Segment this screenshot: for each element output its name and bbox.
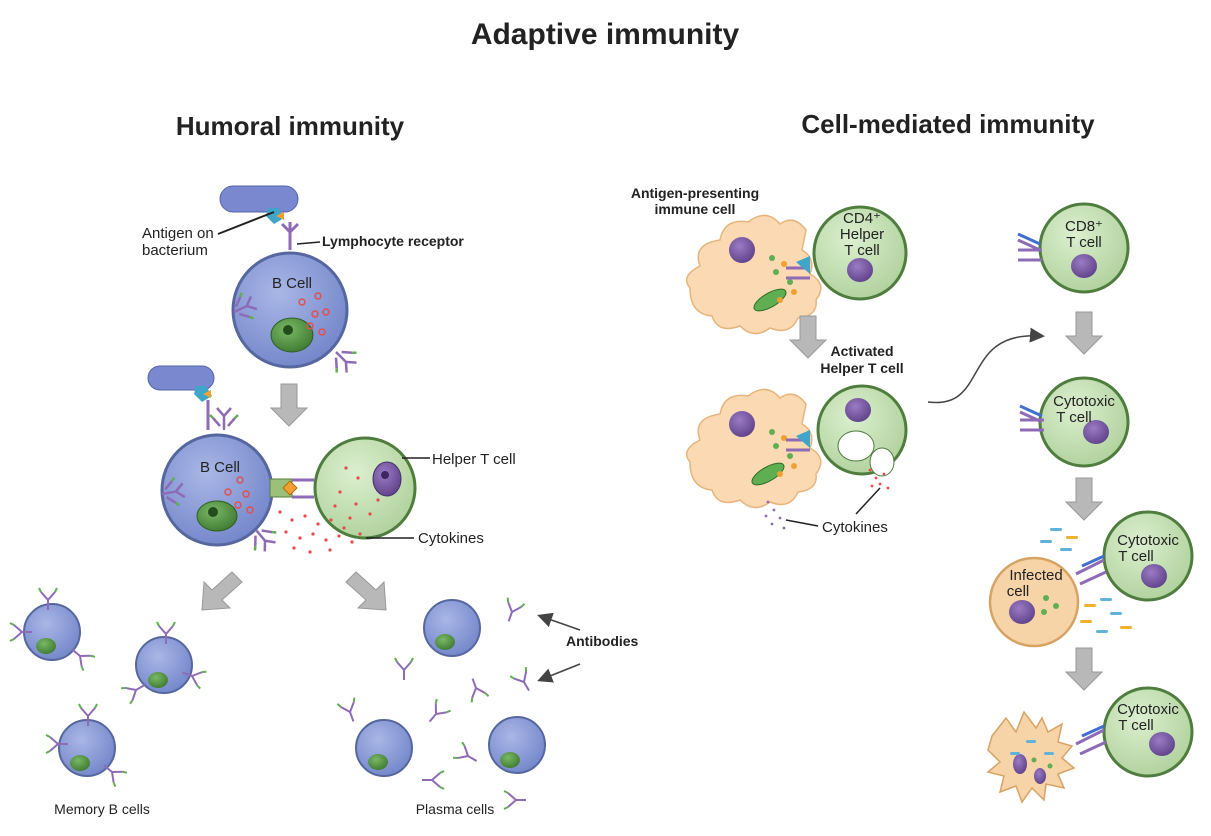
bacterium-2 — [147, 365, 215, 402]
antigen-pointer — [217, 211, 275, 235]
activated-label-1: Activated — [830, 343, 893, 359]
cytotoxic-1-label-2: T cell — [1056, 409, 1092, 426]
infected-label-1: Infected — [1009, 567, 1062, 584]
down-arrow-cd8 — [1064, 311, 1104, 355]
apc-cell-2 — [685, 388, 822, 509]
receptor-pointer — [296, 241, 321, 245]
plasma-cells — [355, 599, 546, 777]
cd8-label-1: CD8⁺ — [1065, 218, 1103, 235]
memory-b-cells — [23, 603, 193, 777]
cytokines-dots-purple — [764, 500, 786, 530]
cytotoxic-3-label-2: T cell — [1118, 717, 1154, 734]
down-arrow-kill — [1064, 647, 1104, 691]
humoral-heading: Humoral immunity — [176, 111, 405, 141]
cytotoxic-2-label-1: Cytotoxic — [1117, 532, 1179, 549]
infected-cell — [988, 556, 1080, 648]
granules — [1040, 528, 1132, 633]
arrow-to-memory — [201, 571, 243, 611]
b-cell-label: B Cell — [272, 275, 312, 292]
antibodies-label: Antibodies — [566, 633, 639, 649]
antigen-label-2: bacterium — [142, 242, 208, 259]
diagram-title: Adaptive immunity — [471, 18, 740, 51]
cd8-t-cell — [1038, 202, 1130, 294]
receptor-label: Lymphocyte receptor — [322, 233, 464, 249]
arrow-to-plasma — [345, 571, 387, 611]
cytotoxic-t-cell-2 — [1102, 510, 1194, 602]
bacterium-1 — [219, 185, 299, 224]
cytotoxic-t-cell-1 — [1038, 376, 1130, 468]
activated-helper-t-cell — [816, 384, 908, 477]
b-cell-2-label: B Cell — [200, 459, 240, 476]
curved-arrow — [927, 327, 1045, 404]
cytokines-label-1: Cytokines — [418, 530, 484, 547]
down-arrow-apc — [788, 315, 828, 359]
cd4-label-2: Helper — [840, 226, 884, 243]
cytotoxic-t-cell-3 — [1102, 686, 1194, 778]
cd4-label-3: T cell — [844, 242, 880, 259]
cytokines-dots-2 — [868, 468, 890, 490]
infected-label-2: cell — [1007, 583, 1030, 600]
lysed-infected-cell — [986, 710, 1076, 804]
cytotoxic-3-label-1: Cytotoxic — [1117, 701, 1179, 718]
apc-label-2: immune cell — [655, 201, 736, 217]
apc-label-1: Antigen-presenting — [631, 185, 759, 201]
lymphocyte-receptor — [280, 222, 300, 250]
b-cell-1 — [231, 251, 349, 369]
cd4-helper-t-cell — [812, 205, 908, 301]
cytotoxic-2-label-2: T cell — [1118, 548, 1154, 565]
cytokines-dots-1 — [278, 466, 380, 554]
antigen-label-1: Antigen on — [142, 225, 214, 242]
activated-label-2: Helper T cell — [820, 360, 903, 376]
down-arrow-cyto — [1064, 477, 1104, 521]
helper-t-cell — [313, 436, 417, 540]
cd8-label-2: T cell — [1066, 234, 1102, 251]
plasma-cells-label: Plasma cells — [416, 801, 495, 817]
cytotoxic-1-label-1: Cytotoxic — [1053, 393, 1115, 410]
apc-cell-1 — [685, 214, 822, 335]
down-arrow-1 — [269, 383, 309, 427]
cell-mediated-heading: Cell-mediated immunity — [801, 109, 1095, 139]
memory-b-label: Memory B cells — [54, 801, 150, 817]
cytokines-label-2: Cytokines — [822, 519, 888, 536]
helper-t-label: Helper T cell — [432, 451, 516, 468]
cd4-label-1: CD4⁺ — [843, 210, 881, 227]
